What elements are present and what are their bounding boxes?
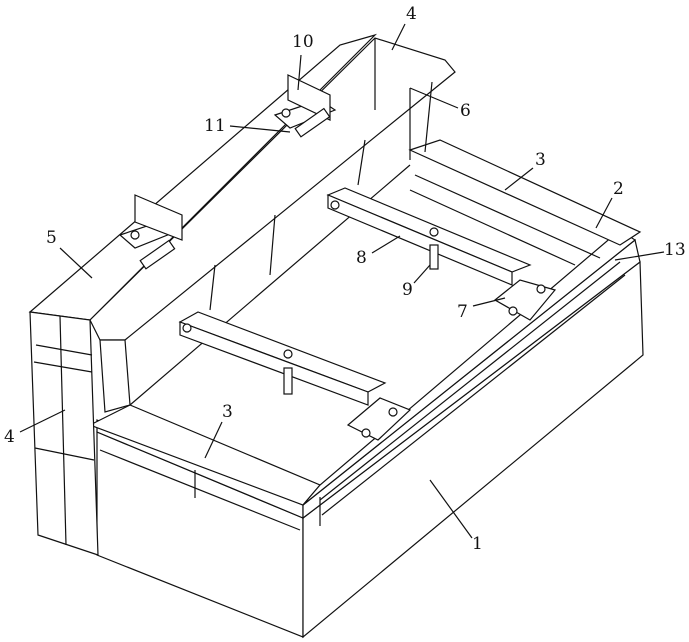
label-3-right: 3 xyxy=(535,150,546,170)
label-11: 11 xyxy=(204,116,226,136)
end-frame-4-5 xyxy=(28,33,378,556)
label-4-top: 4 xyxy=(406,4,417,24)
label-6: 6 xyxy=(460,101,471,121)
label-5: 5 xyxy=(46,228,57,248)
frame-3-2 xyxy=(88,139,642,531)
crossbar-8-lower xyxy=(178,311,412,441)
label-4-left: 4 xyxy=(4,427,15,447)
label-7: 7 xyxy=(457,302,468,322)
label-1: 1 xyxy=(472,534,483,554)
leader-lines xyxy=(19,23,665,539)
crossbar-8 xyxy=(326,187,557,321)
label-3-front: 3 xyxy=(222,402,233,422)
bracket-10-11 xyxy=(118,74,337,270)
label-13: 13 xyxy=(664,240,686,260)
label-2: 2 xyxy=(613,179,624,199)
label-9: 9 xyxy=(402,280,413,300)
label-10: 10 xyxy=(292,32,314,52)
label-8: 8 xyxy=(356,248,367,268)
beam-6 xyxy=(89,37,456,413)
